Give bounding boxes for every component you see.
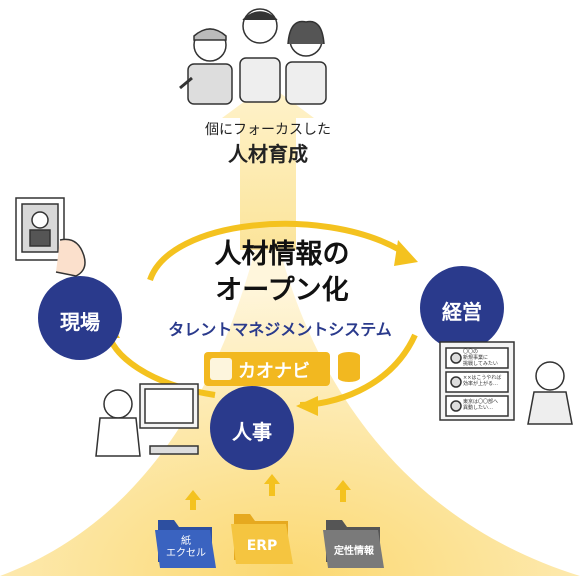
node-genba <box>38 276 122 360</box>
folder-label-qualitative: 定性情報 <box>334 546 374 557</box>
growth-arrow <box>222 84 314 250</box>
center-title-1: 人材情報の <box>214 239 350 270</box>
screen-message-1: 〇〇の 新規事業に 挑戦してみたい <box>463 349 498 367</box>
brand-logo-icon <box>210 358 232 380</box>
folder-label-paper: 紙 エクセル <box>166 536 206 559</box>
folder-paper-excel <box>155 520 216 568</box>
screen-message-2: ××はこうやれば 効率が上がる… <box>463 375 502 387</box>
people-illustration <box>179 8 327 105</box>
office-worker-illustration <box>95 383 199 457</box>
node-jinji-label: 人事 <box>232 420 272 444</box>
brand-text: カオナビ <box>238 361 310 382</box>
folder-erp <box>231 514 293 564</box>
folder-label-erp: ERP <box>246 538 278 554</box>
brand-badge <box>204 352 330 386</box>
center-title-2: オープン化 <box>215 275 349 306</box>
node-keiei <box>420 266 504 350</box>
upload-arrows <box>185 474 351 510</box>
node-jinji <box>210 386 294 470</box>
monitor-illustration <box>439 341 573 425</box>
system-label: タレントマネジメントシステム <box>168 320 392 339</box>
database-icon <box>336 350 362 384</box>
folder-qualitative <box>323 520 384 568</box>
top-subtitle: 個にフォーカスした <box>205 122 331 138</box>
phone-illustration <box>15 197 86 277</box>
node-keiei-label: 経営 <box>442 300 482 324</box>
top-title: 人材育成 <box>228 142 308 166</box>
node-genba-label: 現場 <box>60 310 100 334</box>
screen-message-3: 東京は〇〇部へ 異動したい… <box>463 399 499 411</box>
